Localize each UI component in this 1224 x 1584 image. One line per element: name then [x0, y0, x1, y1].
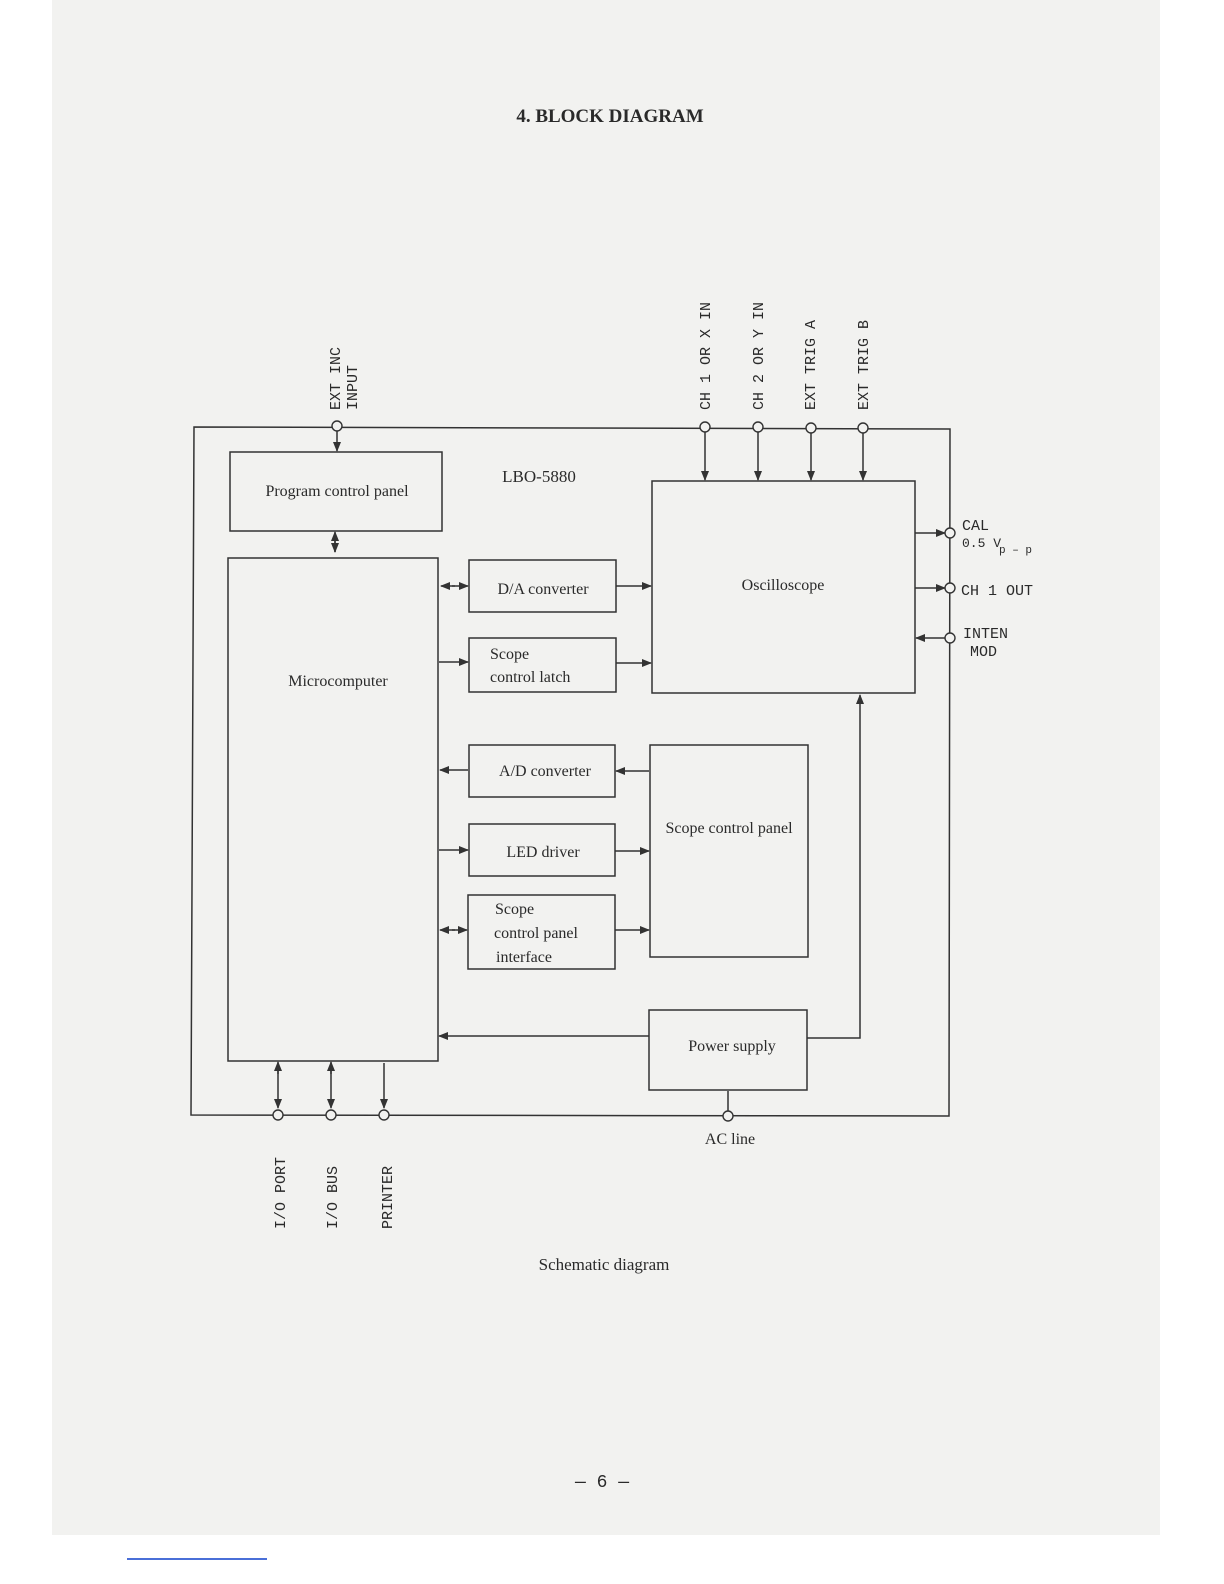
led-driver-block: [468, 823, 616, 877]
ext-trig-a-label: EXT TRIG A: [803, 320, 820, 410]
mod-label: MOD: [970, 644, 997, 661]
ext-trig-a-terminal: [805, 422, 817, 434]
scope-if-label-3: interface: [496, 949, 552, 966]
oscilloscope-block: [651, 480, 916, 694]
ext-inc-label: EXT INC: [328, 347, 345, 410]
ch1-in-label: CH 1 OR X IN: [698, 302, 715, 410]
ext-trig-b-label: EXT TRIG B: [856, 320, 873, 410]
scope-if-label-2: control panel: [494, 925, 579, 942]
program-control-panel-label: Program control panel: [265, 483, 409, 500]
cal-voltage-subscript: p – p: [999, 545, 1032, 557]
ch1-out-label: CH 1 OUT: [961, 583, 1033, 600]
oscilloscope-label: Oscilloscope: [742, 577, 825, 594]
link-underline: [127, 1558, 267, 1560]
io-bus-label: I/O BUS: [325, 1166, 342, 1229]
power-supply-block: [648, 1009, 808, 1091]
scope-control-panel-interface-block: [467, 894, 616, 970]
microcomputer-block: [227, 557, 439, 1062]
figure-caption: Schematic diagram: [539, 1255, 670, 1274]
power-supply-label: Power supply: [688, 1038, 776, 1055]
scope-control-panel-block: [649, 744, 809, 958]
page-number: — 6 —: [574, 1473, 629, 1493]
printer-terminal: [378, 1109, 390, 1121]
ch1-in-terminal: [699, 421, 711, 433]
ext-inc-terminal: [331, 420, 343, 432]
power-osc-connection: [807, 694, 864, 1039]
ad-converter-label: A/D converter: [499, 763, 592, 780]
io-bus-terminal: [325, 1109, 337, 1121]
enclosure: [190, 426, 951, 1117]
ext-trig-b-terminal: [857, 422, 869, 434]
ext-inc-input-label: INPUT: [345, 365, 362, 410]
scope-control-latch-label-1: Scope: [490, 646, 529, 663]
inten-label: INTEN: [963, 626, 1008, 643]
printer-label: PRINTER: [380, 1166, 397, 1229]
scope-control-latch-label-2: control latch: [490, 669, 570, 686]
scope-if-label-1: Scope: [495, 901, 534, 918]
model-label: LBO-5880: [502, 467, 576, 486]
cal-label: CAL: [962, 518, 989, 535]
led-driver-label: LED driver: [506, 844, 580, 861]
io-port-label: I/O PORT: [273, 1157, 290, 1229]
cal-terminal: [944, 527, 956, 539]
scope-control-latch-block: [468, 637, 617, 693]
inten-mod-terminal: [944, 632, 956, 644]
microcomputer-label: Microcomputer: [288, 673, 388, 690]
ch2-in-terminal: [752, 421, 764, 433]
da-converter-label: D/A converter: [497, 581, 589, 598]
ch2-in-label: CH 2 OR Y IN: [751, 302, 768, 410]
io-port-terminal: [272, 1109, 284, 1121]
ac-line-label: AC line: [705, 1131, 755, 1148]
ch1-out-terminal: [944, 582, 956, 594]
cal-voltage-label: 0.5 V: [962, 536, 1001, 551]
page-background: [52, 0, 1160, 1535]
scope-control-panel-label: Scope control panel: [665, 820, 793, 837]
page-heading: 4. BLOCK DIAGRAM: [516, 106, 703, 127]
ac-line-terminal: [722, 1110, 734, 1122]
